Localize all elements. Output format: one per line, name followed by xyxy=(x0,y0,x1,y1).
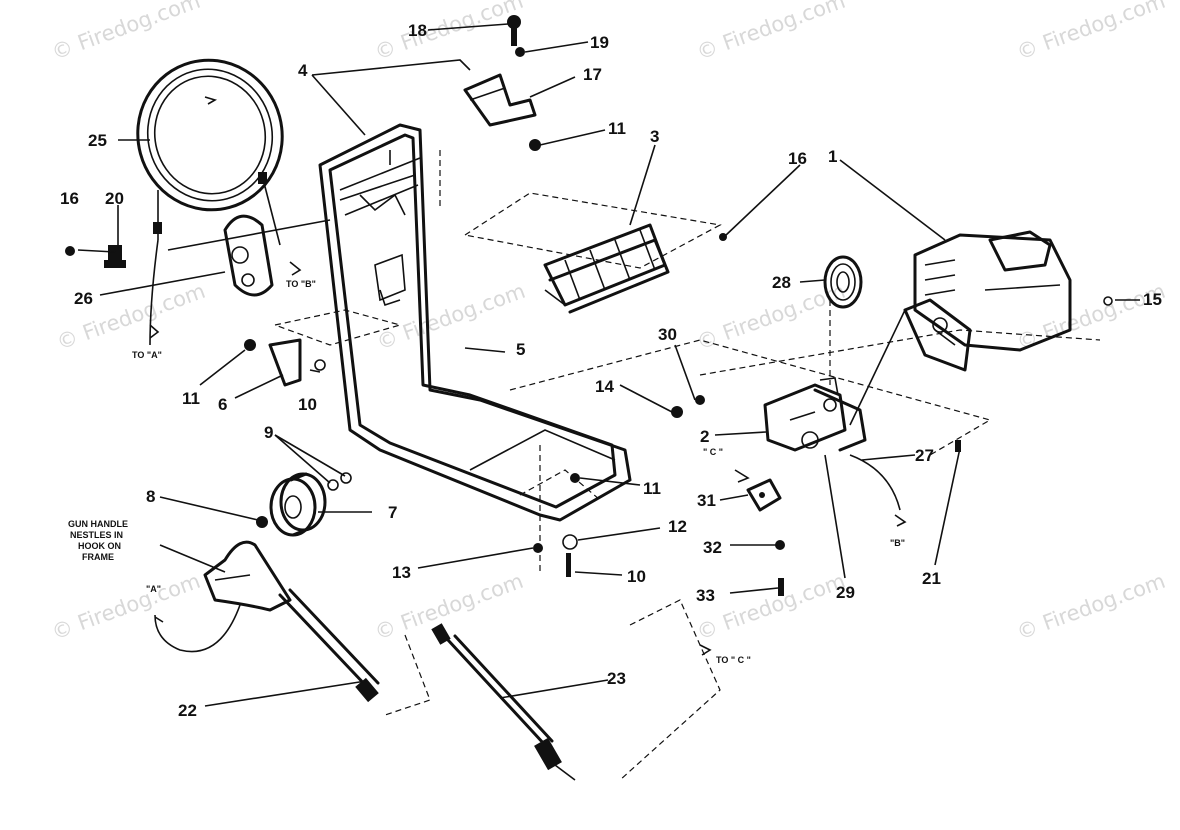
callout-labels: 1 2 3 4 5 6 7 8 9 10 10 11 11 11 12 13 1… xyxy=(60,21,1162,720)
note-line-2: NESTLES IN xyxy=(70,530,123,540)
callout-3: 3 xyxy=(650,127,659,146)
watermark: © Firedog.com xyxy=(374,279,529,355)
watermark: © Firedog.com xyxy=(694,569,849,645)
ref-marks xyxy=(149,96,907,656)
plate-31 xyxy=(746,478,782,512)
watermark: © Firedog.com xyxy=(694,0,849,65)
basket-3 xyxy=(543,223,670,314)
watermark: © Firedog.com xyxy=(1014,0,1169,65)
callout-9: 9 xyxy=(264,423,273,442)
callout-12: 12 xyxy=(668,517,687,536)
fitting-20 xyxy=(104,245,126,268)
callout-1: 1 xyxy=(828,147,837,166)
watermark: © Firedog.com xyxy=(372,0,527,65)
callout-11-c: 11 xyxy=(643,479,661,498)
bracket-17 xyxy=(463,73,537,127)
engine-1 xyxy=(903,230,1072,372)
watermark: © Firedog.com xyxy=(49,0,204,65)
callout-17: 17 xyxy=(583,65,602,84)
callout-25: 25 xyxy=(88,131,107,150)
watermark: © Firedog.com xyxy=(1014,569,1169,645)
handle-frame xyxy=(318,123,632,522)
callout-16-a: 16 xyxy=(788,149,807,168)
gun-handle-note: GUN HANDLE NESTLES IN HOOK ON FRAME xyxy=(68,519,128,562)
callout-10-a: 10 xyxy=(298,395,317,414)
callout-14: 14 xyxy=(595,377,614,396)
ref-to-b: TO "B" xyxy=(286,279,316,289)
callout-26: 26 xyxy=(74,289,93,308)
callout-15: 15 xyxy=(1143,290,1162,309)
callout-30: 30 xyxy=(658,325,677,344)
callout-16-b: 16 xyxy=(60,189,79,208)
pump-2 xyxy=(763,309,906,511)
callout-8: 8 xyxy=(146,487,155,506)
callout-28: 28 xyxy=(772,273,791,292)
callout-31: 31 xyxy=(697,491,716,510)
note-line-1: GUN HANDLE xyxy=(68,519,128,529)
callout-2: 2 xyxy=(700,427,709,446)
ref-mark-a: "A" xyxy=(146,584,161,594)
callout-10-b: 10 xyxy=(627,567,646,586)
leader-lines xyxy=(77,23,1140,707)
callout-27: 27 xyxy=(915,446,934,465)
callout-19: 19 xyxy=(590,33,609,52)
callout-13: 13 xyxy=(392,563,411,582)
callout-29: 29 xyxy=(836,583,855,602)
callout-33: 33 xyxy=(696,586,715,605)
assembly-paths xyxy=(272,150,1101,781)
wheel-7 xyxy=(269,472,327,537)
ref-mark-b: "B" xyxy=(890,538,905,548)
callout-5: 5 xyxy=(516,340,525,359)
note-line-4: FRAME xyxy=(82,552,114,562)
hose-coil xyxy=(136,58,284,346)
callout-6: 6 xyxy=(218,395,227,414)
note-line-3: HOOK ON xyxy=(78,541,121,551)
callout-11-a: 11 xyxy=(608,119,626,138)
callout-23: 23 xyxy=(607,669,626,688)
spring-28 xyxy=(823,255,863,309)
callout-20: 20 xyxy=(105,189,124,208)
ref-mark-c: " C " xyxy=(703,447,723,457)
callout-18: 18 xyxy=(408,21,427,40)
callout-21: 21 xyxy=(922,569,941,588)
callout-22: 22 xyxy=(178,701,197,720)
callout-32: 32 xyxy=(703,538,722,557)
hardware xyxy=(65,15,1113,596)
callout-11-b: 11 xyxy=(182,389,200,408)
spray-gun-22 xyxy=(154,540,380,703)
callout-4: 4 xyxy=(298,61,308,80)
ref-to-a: TO "A" xyxy=(132,350,162,360)
wand-23 xyxy=(431,623,576,781)
hose-hanger xyxy=(223,214,274,297)
callout-7: 7 xyxy=(388,503,397,522)
watermarks: © Firedog.com © Firedog.com © Firedog.co… xyxy=(49,0,1169,645)
ref-to-c: TO " C " xyxy=(716,655,751,665)
watermark: © Firedog.com xyxy=(49,569,204,645)
reference-labels: TO "B" TO "A" TO " C " "A" "B" " C " xyxy=(132,279,905,665)
